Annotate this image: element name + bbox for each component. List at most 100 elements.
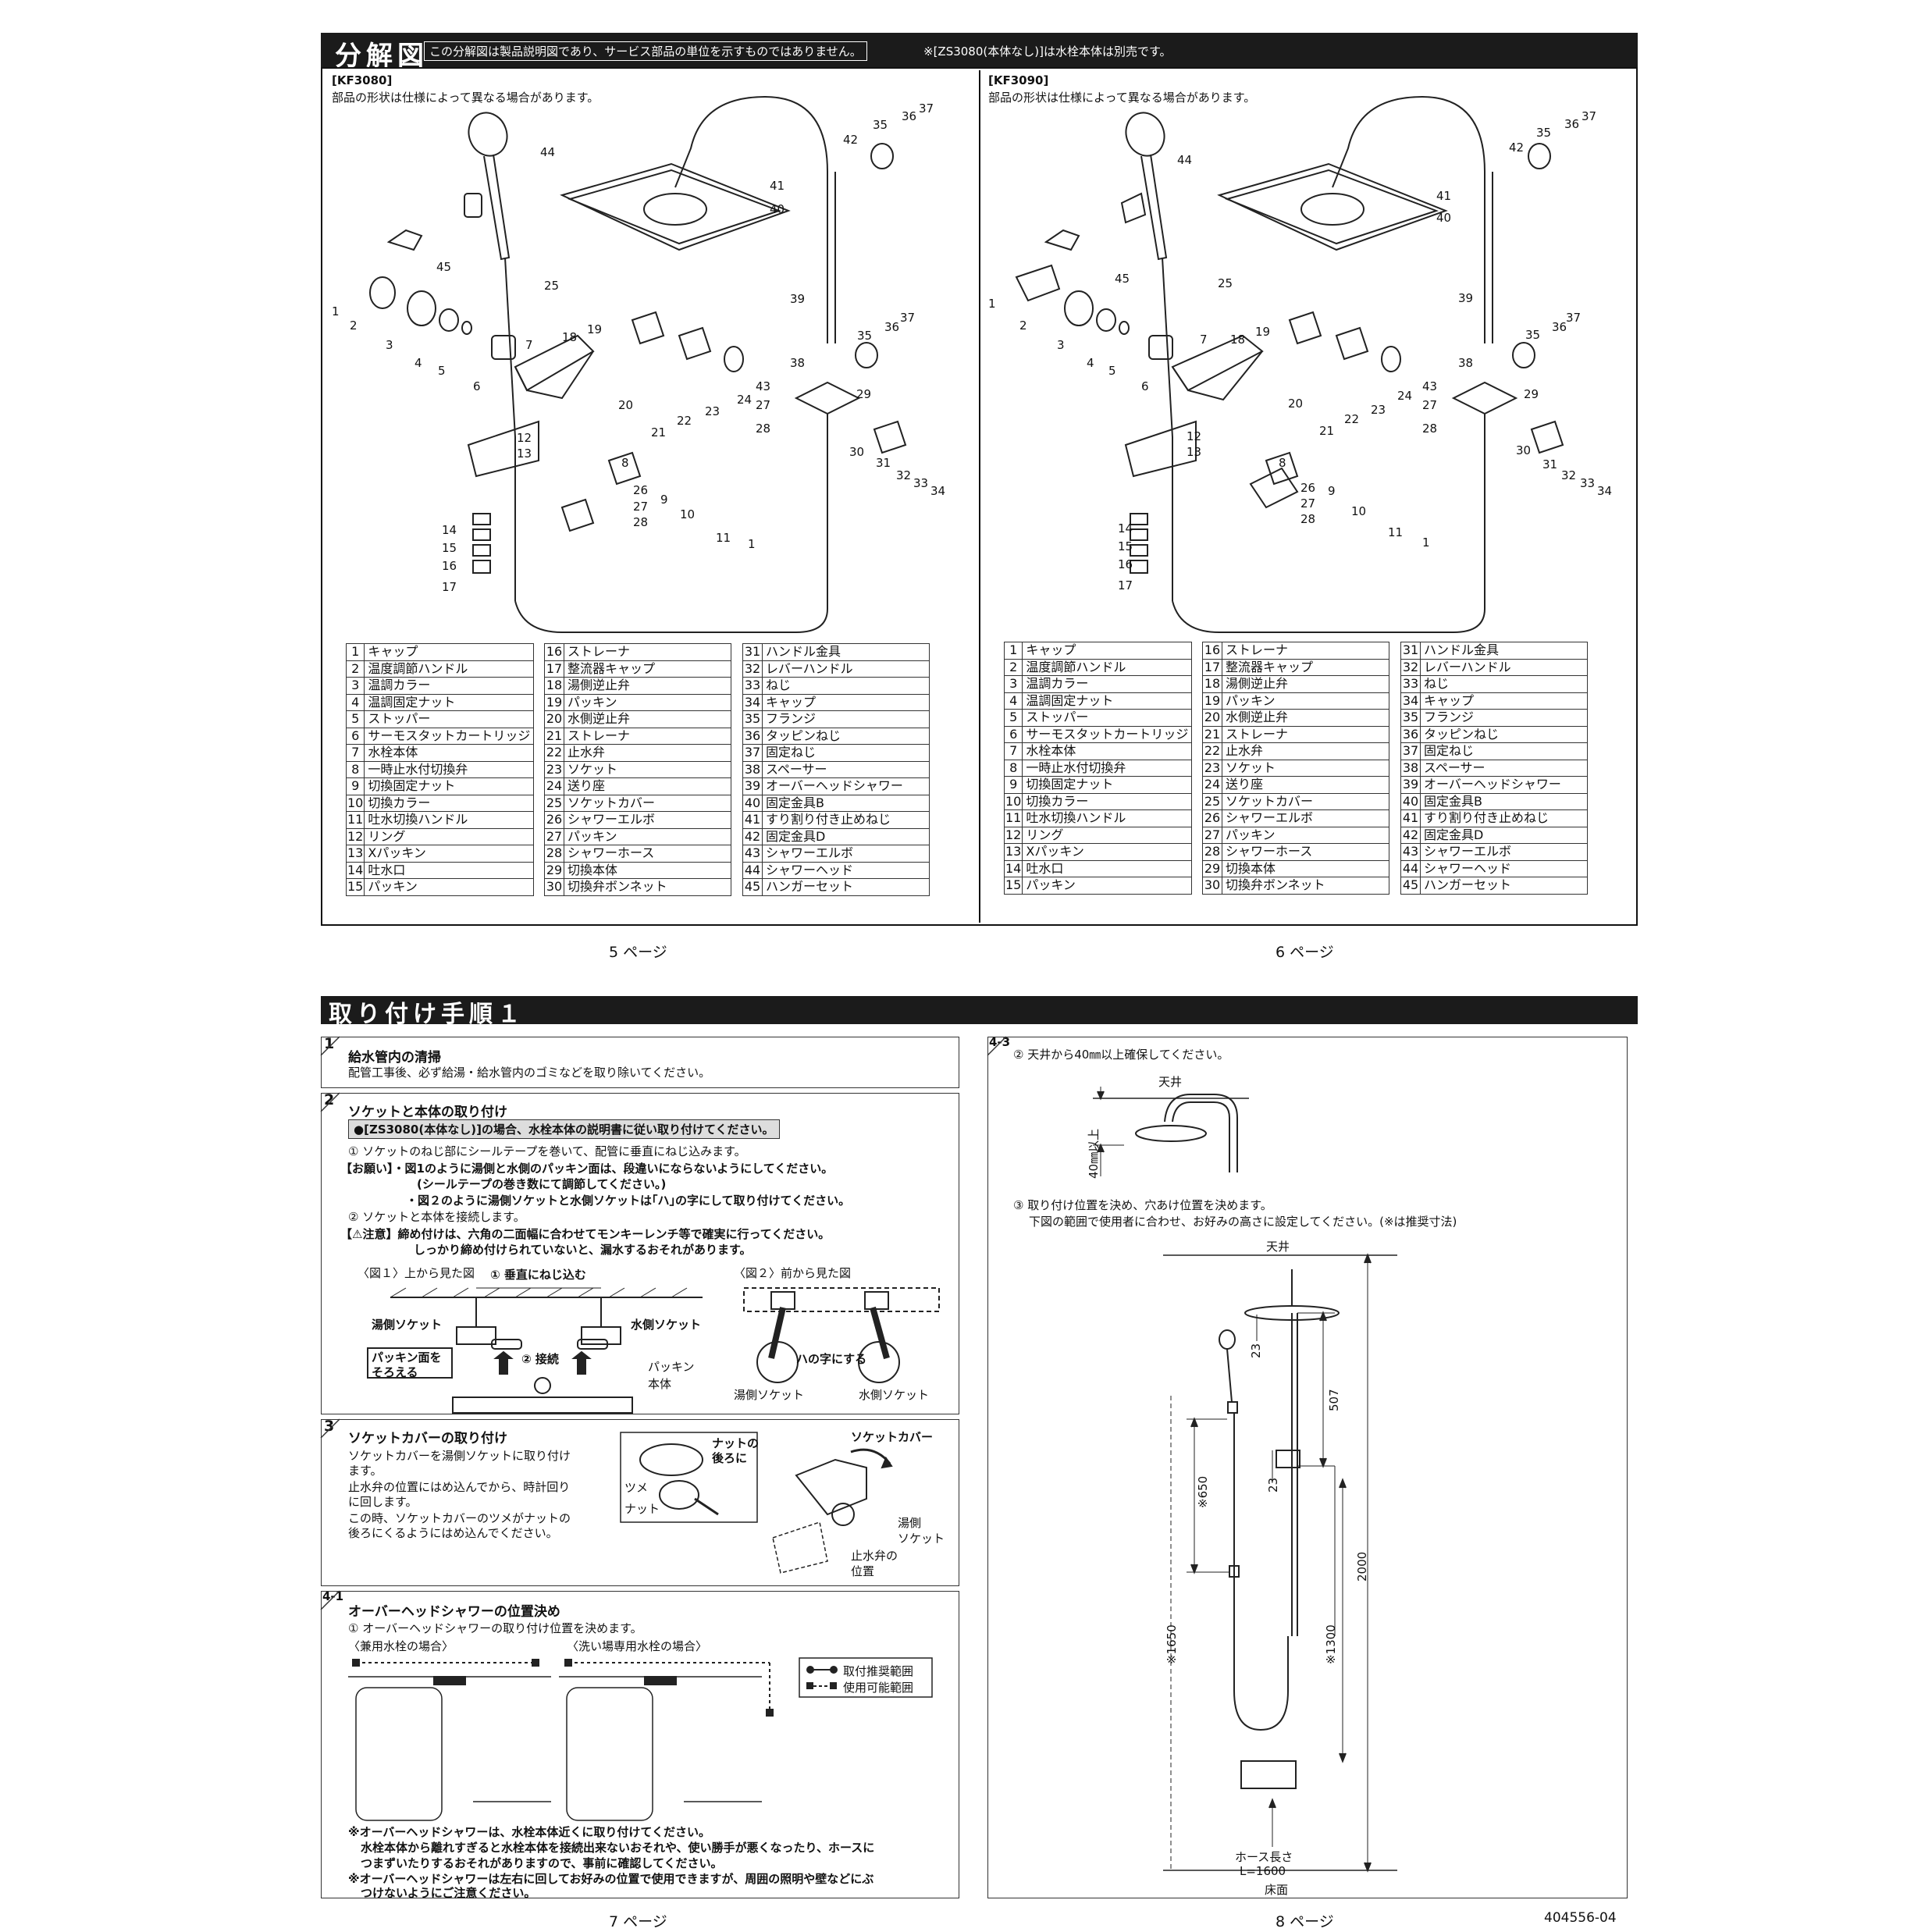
part-number: 26 (1202, 809, 1222, 827)
step-1-box (321, 1037, 959, 1088)
part-number: 19 (1202, 692, 1222, 710)
callout-9: 9 (1328, 484, 1336, 498)
callout-36b: 36 (884, 320, 900, 334)
part-name: すり割り付き止めねじ (1420, 809, 1588, 827)
part-name: 吐水切換ハンドル (364, 811, 535, 829)
step-3-nut-back-2: 後ろに (712, 1451, 748, 1465)
callout-6: 6 (473, 379, 481, 393)
part-name: 温調カラー (364, 677, 535, 695)
part-number: 36 (742, 727, 763, 745)
part-name: ストッパー (364, 710, 535, 728)
callout-37b: 37 (900, 311, 916, 325)
part-number: 18 (544, 677, 564, 695)
callout-3: 3 (1057, 338, 1065, 352)
callout-28b: 28 (756, 422, 771, 436)
legend-recommended: 取付推奨範囲 (843, 1664, 914, 1678)
step-2-line-7: しっかり締め付けられていないと、漏水するおそれがあります。 (414, 1243, 752, 1257)
part-name: 固定ねじ (762, 744, 930, 762)
callout-27b: 27 (1422, 398, 1438, 412)
left-exploded-drawing (369, 95, 907, 633)
part-name: シャワーエルボ (564, 811, 731, 829)
part-name: 吐水口 (364, 861, 535, 879)
part-number: 20 (544, 710, 564, 728)
callout-31: 31 (876, 456, 891, 470)
part-name: タッピンねじ (762, 727, 930, 745)
part-name: 切換本体 (1222, 859, 1389, 877)
part-name: シャワーヘッド (1420, 859, 1588, 877)
callout-7: 7 (1200, 333, 1208, 347)
part-number: 39 (742, 777, 763, 795)
part-number: 23 (1202, 759, 1222, 777)
step-1-corner (320, 1036, 340, 1056)
part-number: 8 (1003, 759, 1023, 777)
part-name: ねじ (762, 677, 930, 695)
part-name: 水側逆止弁 (1222, 709, 1389, 727)
callout-29: 29 (856, 387, 872, 401)
exploded-view-frame (321, 67, 1638, 926)
part-name: ソケット (1222, 759, 1389, 777)
part-name: 止水弁 (1222, 742, 1389, 760)
callout-14: 14 (1118, 521, 1133, 535)
step-3-valve-2: 位置 (851, 1564, 875, 1578)
callout-37b: 37 (1566, 311, 1582, 325)
hose-length-value: L=1600 (1240, 1864, 1286, 1878)
part-name: オーバーヘッドシャワー (762, 777, 930, 795)
part-name: 固定金具B (762, 794, 930, 812)
fig1-screw-label: ① 垂直にねじ込む (490, 1268, 586, 1282)
callout-11: 11 (716, 531, 731, 545)
part-number: 5 (1003, 709, 1023, 727)
part-name: パッキン (1222, 692, 1389, 710)
callout-16: 16 (442, 559, 457, 573)
callout-8: 8 (621, 456, 629, 470)
callout-10: 10 (680, 507, 696, 521)
step-2-line-6: 【⚠注意】締め付けは、六角の二面幅に合わせてモンキーレンチ等で確実に行ってくださ… (340, 1227, 831, 1241)
dim-1300: ※1300 (1324, 1624, 1338, 1664)
part-name: 温度調節ハンドル (1022, 658, 1193, 676)
callout-39: 39 (1458, 291, 1474, 305)
part-name: スペーサー (1420, 759, 1588, 777)
part-name: ハンガーセット (1420, 877, 1588, 895)
callout-21: 21 (651, 425, 667, 439)
callout-9: 9 (660, 493, 668, 507)
dim-2000: 2000 (1355, 1551, 1369, 1582)
step-3-text-2: ます。 (348, 1464, 382, 1478)
part-name: ハンガーセット (762, 878, 930, 896)
part-name: 切換固定ナット (1022, 776, 1193, 794)
callout-1: 1 (332, 304, 340, 318)
part-number: 30 (1202, 877, 1222, 895)
page-number-8: 8 ページ (1276, 1913, 1334, 1930)
part-number: 43 (1400, 843, 1421, 861)
part-name: 切換本体 (564, 861, 731, 879)
step-1-title: 給水管内の清掃 (348, 1050, 441, 1066)
callout-4: 4 (1087, 356, 1094, 370)
part-number: 17 (544, 660, 564, 678)
part-name: ねじ (1420, 675, 1588, 693)
case-combined: 〈兼用水栓の場合〉 (348, 1639, 454, 1653)
part-name: パッキン (1022, 877, 1193, 895)
fig1-align-line2: そろえる (372, 1365, 418, 1379)
part-name: 温調固定ナット (1022, 692, 1193, 710)
part-name: 切換弁ボンネット (564, 878, 731, 896)
part-number: 12 (1003, 826, 1023, 844)
step-1-text: 配管工事後、必ず給湯・給水管内のゴミなどを取り除いてください。 (348, 1066, 711, 1080)
callout-32: 32 (896, 468, 912, 482)
part-name: ハンドル金具 (762, 643, 930, 661)
